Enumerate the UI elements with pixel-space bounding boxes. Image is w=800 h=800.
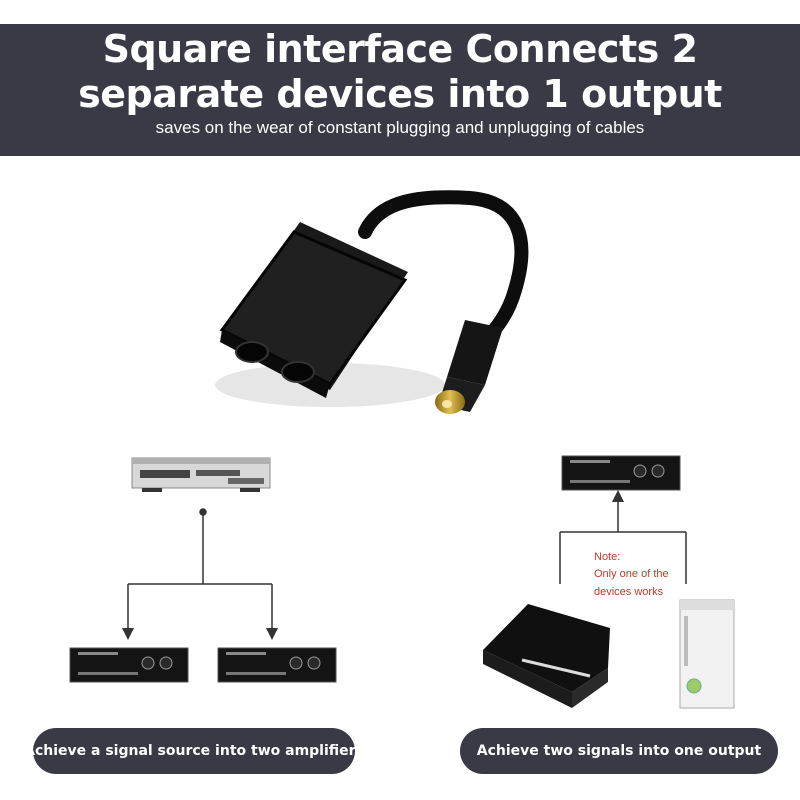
amplifier-icon [561,455,681,491]
headline-line-1: Square interface Connects 2 [102,27,698,71]
caption-left: Achieve a signal source into two amplifi… [24,728,364,774]
vcr-player-icon [131,457,271,492]
tower-console-icon [679,599,735,709]
note-line-1: Only one of the [594,568,669,580]
caption-right: Achieve two signals into one output [460,728,778,774]
optical-splitter-icon [215,190,529,414]
right-connector-lines [559,490,687,584]
amplifier-icon [217,647,337,683]
game-console-icon [483,604,610,708]
left-connector-lines [122,508,278,640]
amplifier-icon [69,647,189,683]
subtitle: saves on the wear of constant plugging a… [155,118,645,137]
header-banner [0,24,800,156]
headline-line-2: separate devices into 1 output [78,72,722,116]
note-title: Note: [594,551,621,563]
note-line-2: devices works [594,586,664,598]
